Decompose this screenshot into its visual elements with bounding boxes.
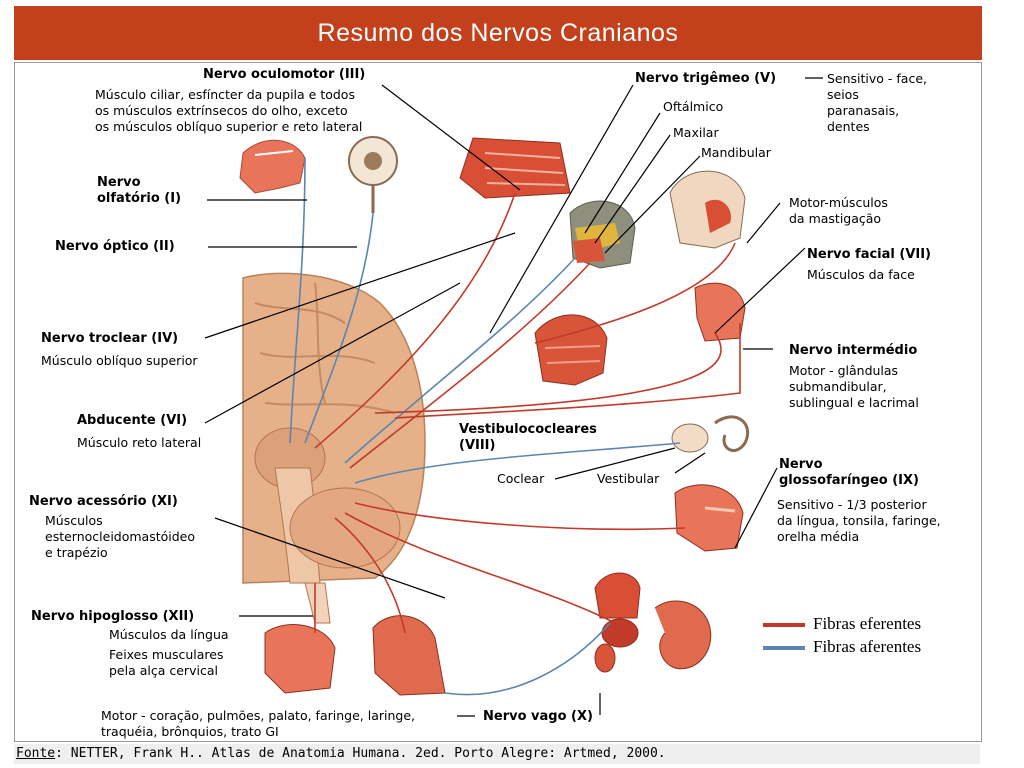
label-intermedio: Nervo intermédio: [789, 343, 918, 358]
desc-trigemeo-2: seios: [827, 87, 859, 102]
label-vestibulococleares-2: (VIII): [459, 438, 496, 453]
label-hipoglosso: Nervo hipoglosso (XII): [31, 609, 195, 624]
intermedio-head-illustration: [694, 282, 746, 342]
desc-intermedio-2: submandibular,: [789, 379, 887, 394]
desc-trigemeo-4: dentes: [827, 119, 870, 134]
desc-vago-2: traquéia, brônquios, trato GI: [101, 724, 279, 739]
label-maxilar: Maxilar: [673, 125, 719, 140]
desc-glossofaringeo-3: orelha média: [777, 529, 860, 544]
label-mandibular: Mandibular: [701, 145, 771, 160]
desc-acessorio-3: e trapézio: [45, 545, 108, 560]
label-troclear: Nervo troclear (IV): [41, 331, 179, 346]
desc-abducente: Músculo reto lateral: [77, 435, 202, 450]
label-vago: Nervo vago (X): [483, 709, 593, 724]
leader-lines: [204, 77, 823, 717]
desc-glossofaringeo-2: da língua, tonsila, faringe,: [777, 513, 941, 528]
desc-motor-mastigacao-1: Motor-músculos: [789, 195, 888, 210]
desc-acessorio-2: esternocleidomastóideo: [45, 529, 196, 544]
nerve-fibers: [289, 157, 741, 696]
label-trigemeo: Nervo trigêmeo (V): [635, 71, 777, 86]
desc-oculomotor-1: Músculo ciliar, esfíncter da pupila e to…: [95, 87, 355, 102]
diagram-frame: Nervo oculomotor (III) Músculo ciliar, e…: [14, 62, 982, 742]
desc-hipoglosso-1: Músculos da língua: [109, 627, 229, 642]
skull-illustration: [669, 170, 746, 249]
desc-glossofaringeo-1: Sensitivo - 1/3 posterior: [777, 497, 927, 512]
desc-facial: Músculos da face: [807, 267, 915, 282]
label-acessorio: Nervo acessório (XI): [29, 494, 178, 509]
glossopharyngeal-head-illustration: [674, 484, 744, 552]
label-facial: Nervo facial (VII): [807, 247, 932, 262]
cranial-nerves-illustration: [204, 77, 823, 717]
label-abducente: Abducente (VI): [77, 413, 188, 428]
label-vestibulococleares-1: Vestibulococleares: [459, 422, 597, 437]
label-olfatorio-1: Nervo: [97, 175, 141, 190]
label-glossofaringeo-1: Nervo: [779, 457, 823, 472]
footer-label: Fonte: [16, 746, 56, 761]
desc-troclear: Músculo oblíquo superior: [41, 353, 198, 368]
label-oculomotor: Nervo oculomotor (III): [203, 67, 366, 82]
trigeminal-face-illustration: [569, 200, 636, 269]
page-title: Resumo dos Nervos Cranianos: [14, 6, 982, 60]
desc-oculomotor-2: os músculos extrínsecos do olho, exceto: [95, 103, 348, 118]
eye-illustration: [348, 136, 398, 213]
label-optico: Nervo óptico (II): [55, 239, 175, 254]
desc-motor-mastigacao-2: da mastigação: [789, 211, 882, 226]
source-footer: Fonte: NETTER, Frank H.. Atlas de Anatom…: [14, 744, 980, 764]
desc-vago-1: Motor - coração, pulmões, palato, faring…: [101, 708, 415, 723]
desc-oculomotor-3: os músculos oblíquo superior e reto late…: [95, 119, 363, 134]
label-vestibular: Vestibular: [597, 471, 660, 486]
facial-head-illustration: [534, 314, 608, 386]
desc-intermedio-3: sublingual e lacrimal: [789, 395, 919, 410]
desc-trigemeo-3: paranasais,: [827, 103, 900, 118]
footer-text: : NETTER, Frank H.. Atlas de Anatomia Hu…: [55, 746, 666, 761]
label-coclear: Coclear: [497, 471, 545, 486]
desc-hipoglosso-3: pela alça cervical: [109, 663, 218, 678]
orbit-muscles-illustration: [459, 137, 571, 199]
organs-illustration: [594, 572, 712, 673]
legend-afferent: Fibras aferentes: [813, 637, 922, 656]
brain-illustration: [242, 272, 426, 624]
legend-efferent: Fibras eferentes: [813, 614, 922, 633]
desc-intermedio-1: Motor - glândulas: [789, 363, 899, 378]
neck-illustration: [372, 615, 446, 696]
desc-hipoglosso-2: Feixes musculares: [109, 647, 224, 662]
tongue-illustration: [264, 624, 336, 694]
nose-illustration: [239, 139, 306, 194]
label-olfatorio-2: olfatório (I): [97, 191, 182, 206]
cochlea-illustration: [671, 415, 750, 453]
desc-trigemeo-1: Sensitivo - face,: [827, 71, 928, 86]
label-oftalmico: Oftálmico: [663, 99, 724, 114]
label-glossofaringeo-2: glossofaríngeo (IX): [779, 473, 919, 488]
desc-acessorio-1: Músculos: [45, 513, 103, 528]
